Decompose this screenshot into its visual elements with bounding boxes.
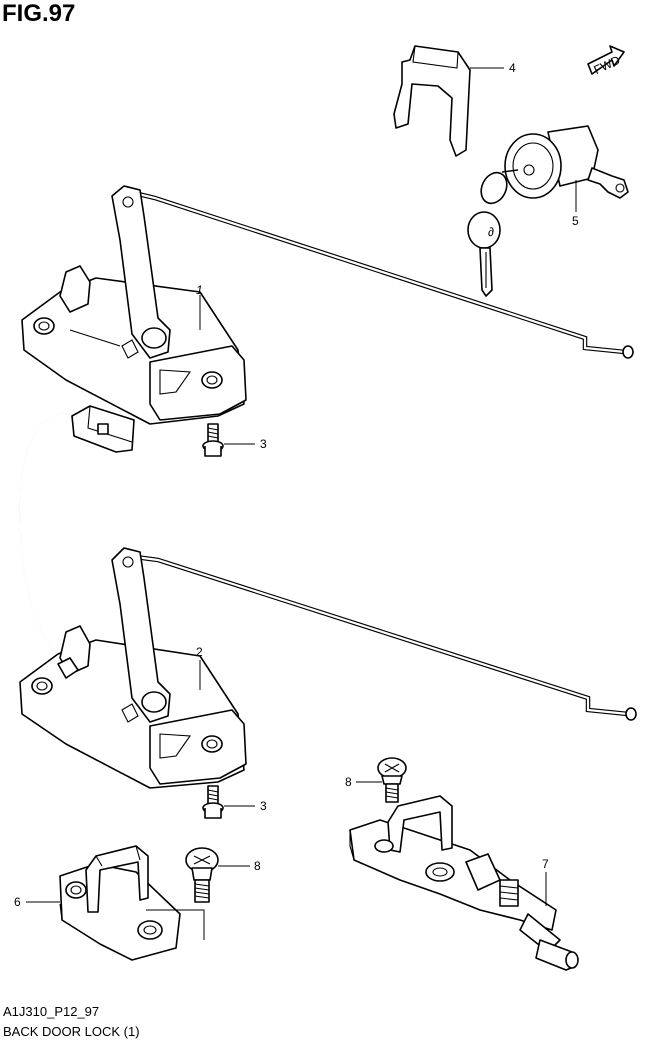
callout-4: 4 (509, 61, 516, 75)
figure-title: FIG.97 (2, 0, 76, 27)
fwd-label: FWD (592, 53, 623, 77)
svg-text:∂: ∂ (488, 225, 494, 239)
callout-8a: 8 (345, 775, 352, 789)
lock-wire-harness (19, 405, 135, 665)
callout-3a: 3 (260, 437, 267, 451)
callout-5: 5 (572, 214, 579, 228)
part-6-striker (59, 845, 181, 961)
exploded-parts-drawing: FWD 4 ∂ 5 (14, 45, 637, 971)
lower-lock-rod (125, 553, 637, 721)
callout-2: 2 (196, 645, 203, 659)
upper-lock-rod (127, 189, 634, 359)
callout-7: 7 (542, 857, 549, 871)
diagram-caption: BACK DOOR LOCK (1) (3, 1024, 140, 1039)
fwd-arrow-icon: FWD (587, 45, 625, 77)
part-7-bracket-assembly (349, 795, 579, 971)
part-5-key-cylinder: ∂ (467, 125, 629, 297)
part-3-bolt-lower (202, 785, 224, 819)
part-8-screw-lower (185, 847, 219, 903)
drawing-code: A1J310_P12_97 (3, 1004, 100, 1019)
callout-1: 1 (196, 283, 203, 297)
callout-6: 6 (14, 895, 21, 909)
part-3-bolt-upper (202, 423, 224, 457)
part-1-upper-lock (21, 185, 247, 425)
part-2-lower-lock (19, 547, 247, 789)
callout-8b: 8 (254, 859, 261, 873)
callout-3b: 3 (260, 799, 267, 813)
part-8-screw-upper (377, 757, 407, 803)
part-4-clip (393, 45, 471, 157)
